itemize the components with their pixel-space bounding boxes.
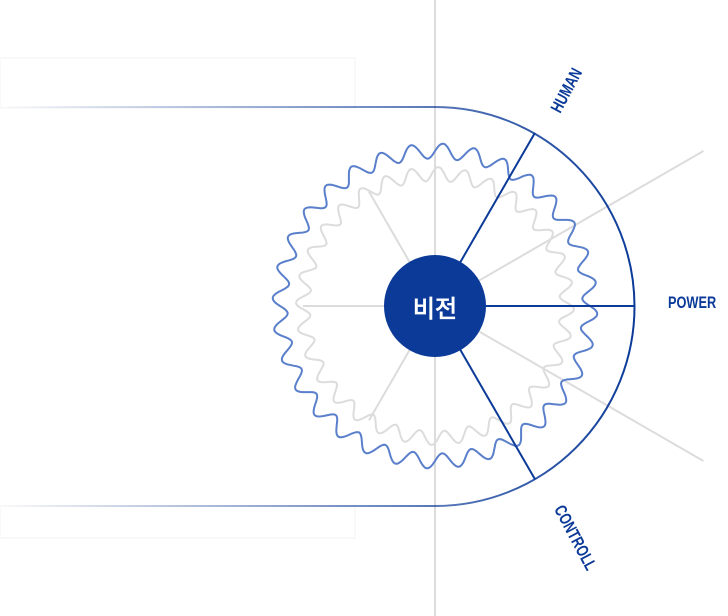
faint-box-bottom	[0, 505, 356, 539]
center-label: 비전	[412, 294, 458, 323]
center-circle	[384, 255, 486, 357]
label-power: POWER	[668, 293, 717, 312]
gray-ray	[434, 150, 704, 307]
faint-box-top	[0, 57, 356, 109]
blue-spoke	[459, 348, 536, 480]
gray-ray	[434, 305, 704, 462]
blue-spoke	[459, 132, 536, 264]
